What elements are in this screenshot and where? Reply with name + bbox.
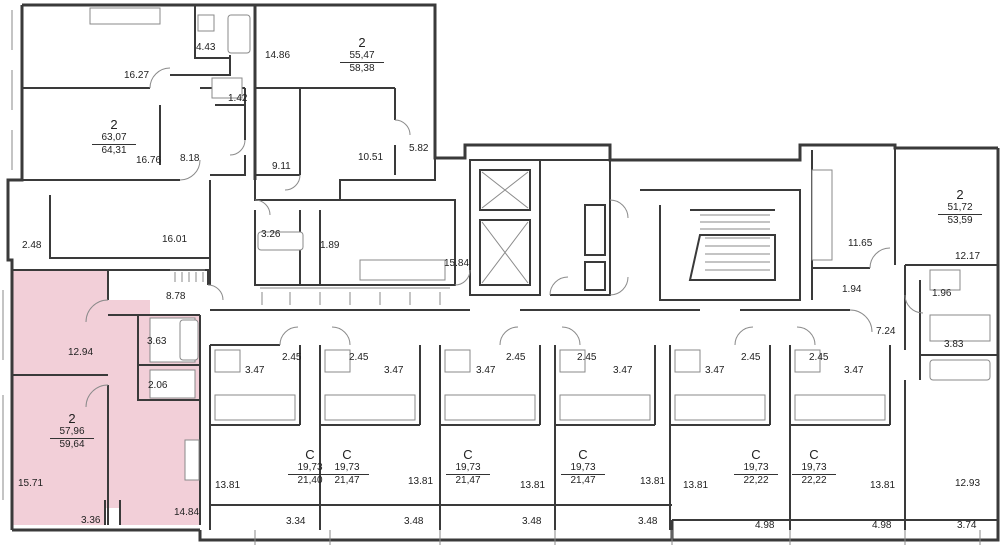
room-area: 16.01 xyxy=(162,234,188,245)
room-area: 3.48 xyxy=(404,516,424,527)
room-area: 14.84 xyxy=(174,507,200,518)
room-area: 1.94 xyxy=(842,284,862,295)
room-area: 15.71 xyxy=(18,478,44,489)
room-area: 1.96 xyxy=(932,288,952,299)
room-area: 4.98 xyxy=(872,520,892,531)
door-swings xyxy=(85,67,924,408)
room-area: 3.83 xyxy=(944,339,964,350)
studio-label: С 19,73 21,40 xyxy=(288,448,332,487)
apartment-area-total: 21,40 xyxy=(297,475,323,486)
apartment-label: 2 55,47 58,38 xyxy=(340,36,384,75)
room-area: 3.63 xyxy=(147,336,167,347)
room-area: 3.47 xyxy=(476,365,496,376)
room-area: 3.74 xyxy=(957,520,977,531)
room-area: 13.81 xyxy=(870,480,896,491)
room-area: 12.93 xyxy=(955,478,981,489)
studio-label: С 19,73 21,47 xyxy=(325,448,369,487)
room-area: 13.81 xyxy=(215,480,241,491)
apartment-area-total: 64,31 xyxy=(101,145,127,156)
room-area: 12.17 xyxy=(955,251,981,262)
studio-label: С 19,73 22,22 xyxy=(792,448,836,487)
room-area: 2.45 xyxy=(577,352,597,363)
apartment-label: 2 63,07 64,31 xyxy=(92,118,136,157)
room-area: 1.42 xyxy=(228,93,248,104)
apartment-area-living: 55,47 xyxy=(340,50,384,63)
room-area: 3.26 xyxy=(261,229,281,240)
apartment-area-total: 22,22 xyxy=(801,475,827,486)
apartment-area-total: 53,59 xyxy=(947,215,973,226)
room-area: 13.81 xyxy=(408,476,434,487)
room-area: 4.43 xyxy=(196,42,216,53)
room-area: 1.89 xyxy=(320,240,340,251)
apartment-area-total: 58,38 xyxy=(349,63,375,74)
apartment-area-total: 22,22 xyxy=(743,475,769,486)
apartment-rooms: С xyxy=(305,447,315,462)
apartment-rooms: С xyxy=(463,447,473,462)
studio-label: С 19,73 21,47 xyxy=(446,448,490,487)
room-area: 3.47 xyxy=(245,365,265,376)
room-area: 3.34 xyxy=(286,516,306,527)
apartment-area-living: 19,73 xyxy=(792,462,836,475)
apartment-area-living: 19,73 xyxy=(288,462,332,475)
apartment-area-living: 19,73 xyxy=(446,462,490,475)
room-area: 15.84 xyxy=(444,258,470,269)
apartment-rooms: С xyxy=(809,447,819,462)
interior-walls xyxy=(12,5,998,530)
apartment-rooms: 2 xyxy=(956,187,964,202)
room-area: 2.45 xyxy=(349,352,369,363)
room-area: 3.36 xyxy=(81,515,101,526)
windows xyxy=(2,10,981,545)
studio-label: С 19,73 22,22 xyxy=(734,448,778,487)
room-area: 13.81 xyxy=(683,480,709,491)
room-area: 14.86 xyxy=(265,50,291,61)
apartment-area-total: 59,64 xyxy=(59,439,85,450)
apartment-area-living: 19,73 xyxy=(561,462,605,475)
apartment-area-total: 21,47 xyxy=(455,475,481,486)
apartment-rooms: С xyxy=(342,447,352,462)
room-area: 13.81 xyxy=(520,480,546,491)
room-area: 13.81 xyxy=(640,476,666,487)
room-area: 10.51 xyxy=(358,152,384,163)
room-area: 12.94 xyxy=(68,347,94,358)
room-area: 9.11 xyxy=(272,161,291,172)
room-area: 3.47 xyxy=(844,365,864,376)
room-area: 11.65 xyxy=(848,238,873,249)
apartment-area-living: 63,07 xyxy=(92,132,136,145)
apartment-rooms: С xyxy=(578,447,588,462)
room-area: 3.48 xyxy=(638,516,658,527)
room-area: 8.78 xyxy=(166,291,186,302)
apartment-area-living: 51,72 xyxy=(938,202,982,215)
room-area: 2.45 xyxy=(809,352,829,363)
room-area: 3.48 xyxy=(522,516,542,527)
room-area: 7.24 xyxy=(876,326,896,337)
studio-label: С 19,73 21,47 xyxy=(561,448,605,487)
apartment-rooms: 2 xyxy=(68,411,76,426)
apartment-rooms: 2 xyxy=(358,35,366,50)
room-area: 5.82 xyxy=(409,143,429,154)
room-area: 3.47 xyxy=(384,365,404,376)
room-area: 2.45 xyxy=(741,352,761,363)
apartment-area-living: 19,73 xyxy=(734,462,778,475)
room-area: 3.47 xyxy=(613,365,633,376)
apartment-rooms: С xyxy=(751,447,761,462)
apartment-area-living: 19,73 xyxy=(325,462,369,475)
apartment-label: 2 57,96 59,64 xyxy=(50,412,94,451)
fixtures xyxy=(89,7,991,481)
room-area: 3.47 xyxy=(705,365,725,376)
room-area: 2.45 xyxy=(506,352,526,363)
apartment-area-total: 21,47 xyxy=(334,475,360,486)
room-area: 16.27 xyxy=(124,70,150,81)
room-area: 4.98 xyxy=(755,520,775,531)
apartment-label: 2 51,72 53,59 xyxy=(938,188,982,227)
room-area: 2.06 xyxy=(148,380,168,391)
room-area: 8.18 xyxy=(180,153,200,164)
room-area: 2.45 xyxy=(282,352,302,363)
room-area: 2.48 xyxy=(22,240,42,251)
apartment-area-total: 21,47 xyxy=(570,475,596,486)
room-area: 16.76 xyxy=(136,155,162,166)
apartment-rooms: 2 xyxy=(110,117,118,132)
apartment-area-living: 57,96 xyxy=(50,426,94,439)
